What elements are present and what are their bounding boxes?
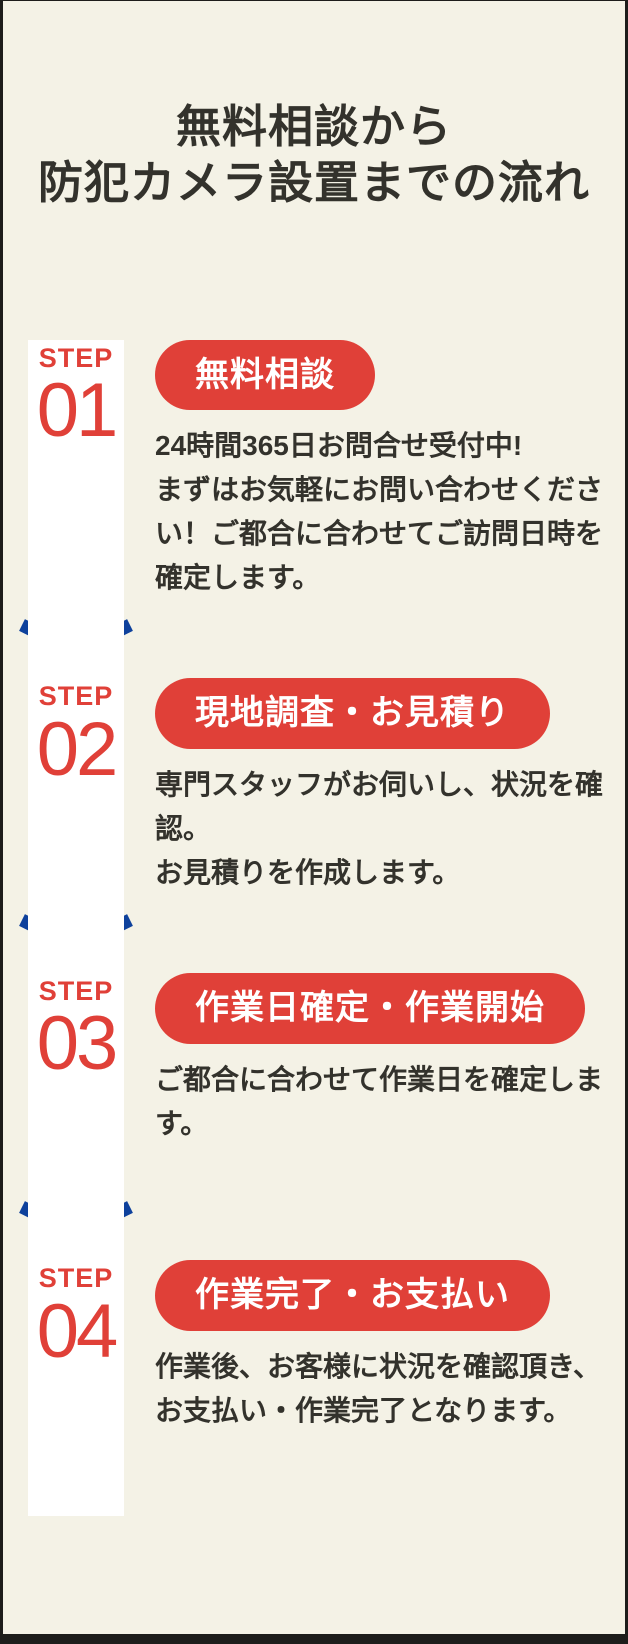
step-rail-background <box>28 339 124 1516</box>
step-description: 専門スタッフがお伺いし、状況を確認。 お見積りを作成します。 <box>155 768 604 888</box>
step-indicator-4: STEP 04 <box>3 1260 149 1370</box>
step-content-4: 作業完了・お支払い 作業後、お客様に状況を確認頂き、 お支払い・作業完了となりま… <box>149 1260 625 1433</box>
step-item-2: STEP 02 現地調査・お見積り 専門スタッフがお伺いし、状況を確認。 お見積… <box>3 678 625 895</box>
step-description: 24時間365日お問合せ受付中! まずはお気軽にお問い合わせください！ご都合に合… <box>155 430 604 594</box>
step-item-4: STEP 04 作業完了・お支払い 作業後、お客様に状況を確認頂き、 お支払い・… <box>3 1260 625 1433</box>
page-title: 無料相談から 防犯カメラ設置までの流れ <box>3 1 625 212</box>
step-item-1: STEP 01 無料相談 24時間365日お問合せ受付中! まずはお気軽にお問い… <box>3 339 625 601</box>
step-title-badge: 無料相談 <box>155 339 375 411</box>
step-description: ご都合に合わせて作業日を確定します。 <box>155 1063 604 1139</box>
step-number: 04 <box>36 1289 119 1375</box>
step-item-3: STEP 03 作業日確定・作業開始 ご都合に合わせて作業日を確定します。 <box>3 972 625 1146</box>
step-content-1: 無料相談 24時間365日お問合せ受付中! まずはお気軽にお問い合わせください！… <box>149 339 625 601</box>
step-indicator-2: STEP 02 <box>3 678 149 788</box>
page-title-line-2: 防犯カメラ設置までの流れ <box>37 157 590 209</box>
step-indicator-3: STEP 03 <box>3 973 149 1083</box>
step-number: 03 <box>36 1001 119 1087</box>
step-title-badge: 現地調査・お見積り <box>155 678 550 749</box>
step-label: STEP <box>38 1263 114 1294</box>
step-indicator-1: STEP 01 <box>3 340 149 450</box>
steps-flow: STEP 01 無料相談 24時間365日お問合せ受付中! まずはお気軽にお問い… <box>3 339 625 1516</box>
step-number: 02 <box>36 706 119 792</box>
step-label: STEP <box>38 342 114 373</box>
step-content-3: 作業日確定・作業開始 ご都合に合わせて作業日を確定します。 <box>149 972 625 1146</box>
step-label: STEP <box>38 681 114 712</box>
step-title-badge: 作業完了・お支払い <box>155 1260 550 1332</box>
step-content-2: 現地調査・お見積り 専門スタッフがお伺いし、状況を確認。 お見積りを作成します。 <box>149 678 625 895</box>
page-title-line-1: 無料相談から <box>175 101 452 152</box>
step-number: 01 <box>36 368 119 454</box>
step-label: STEP <box>38 975 114 1006</box>
step-title-badge: 作業日確定・作業開始 <box>155 972 585 1044</box>
step-description: 作業後、お客様に状況を確認頂き、 お支払い・作業完了となります。 <box>155 1351 602 1427</box>
